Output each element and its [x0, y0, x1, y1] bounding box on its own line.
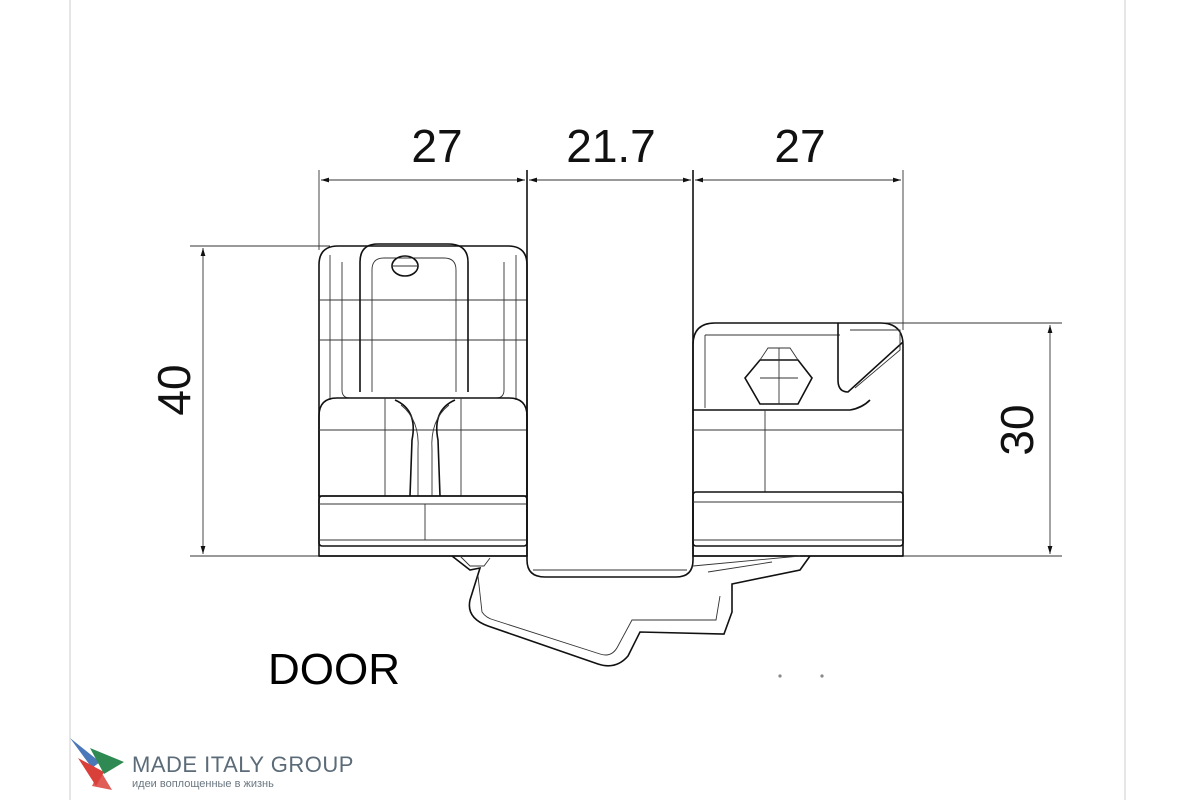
brand-name: MADE ITALY GROUP [132, 752, 354, 777]
dim-height-right: 30 [991, 404, 1043, 455]
left-hinge-body [318, 243, 528, 557]
dim-height-left: 40 [148, 364, 200, 415]
dim-width-middle: 21.7 [566, 120, 656, 172]
right-hinge-body [692, 322, 904, 557]
dim-width-right: 27 [774, 120, 825, 172]
dimension-lines [190, 170, 1062, 557]
door-label: DOOR [268, 645, 400, 694]
linkage-arms [451, 555, 811, 667]
central-pillar [526, 170, 694, 578]
brand-logo-icon [70, 738, 124, 790]
dim-width-left: 27 [411, 120, 462, 172]
faint-marks [778, 674, 824, 678]
brand-tagline: идеи воплощенные в жизнь [132, 778, 274, 790]
